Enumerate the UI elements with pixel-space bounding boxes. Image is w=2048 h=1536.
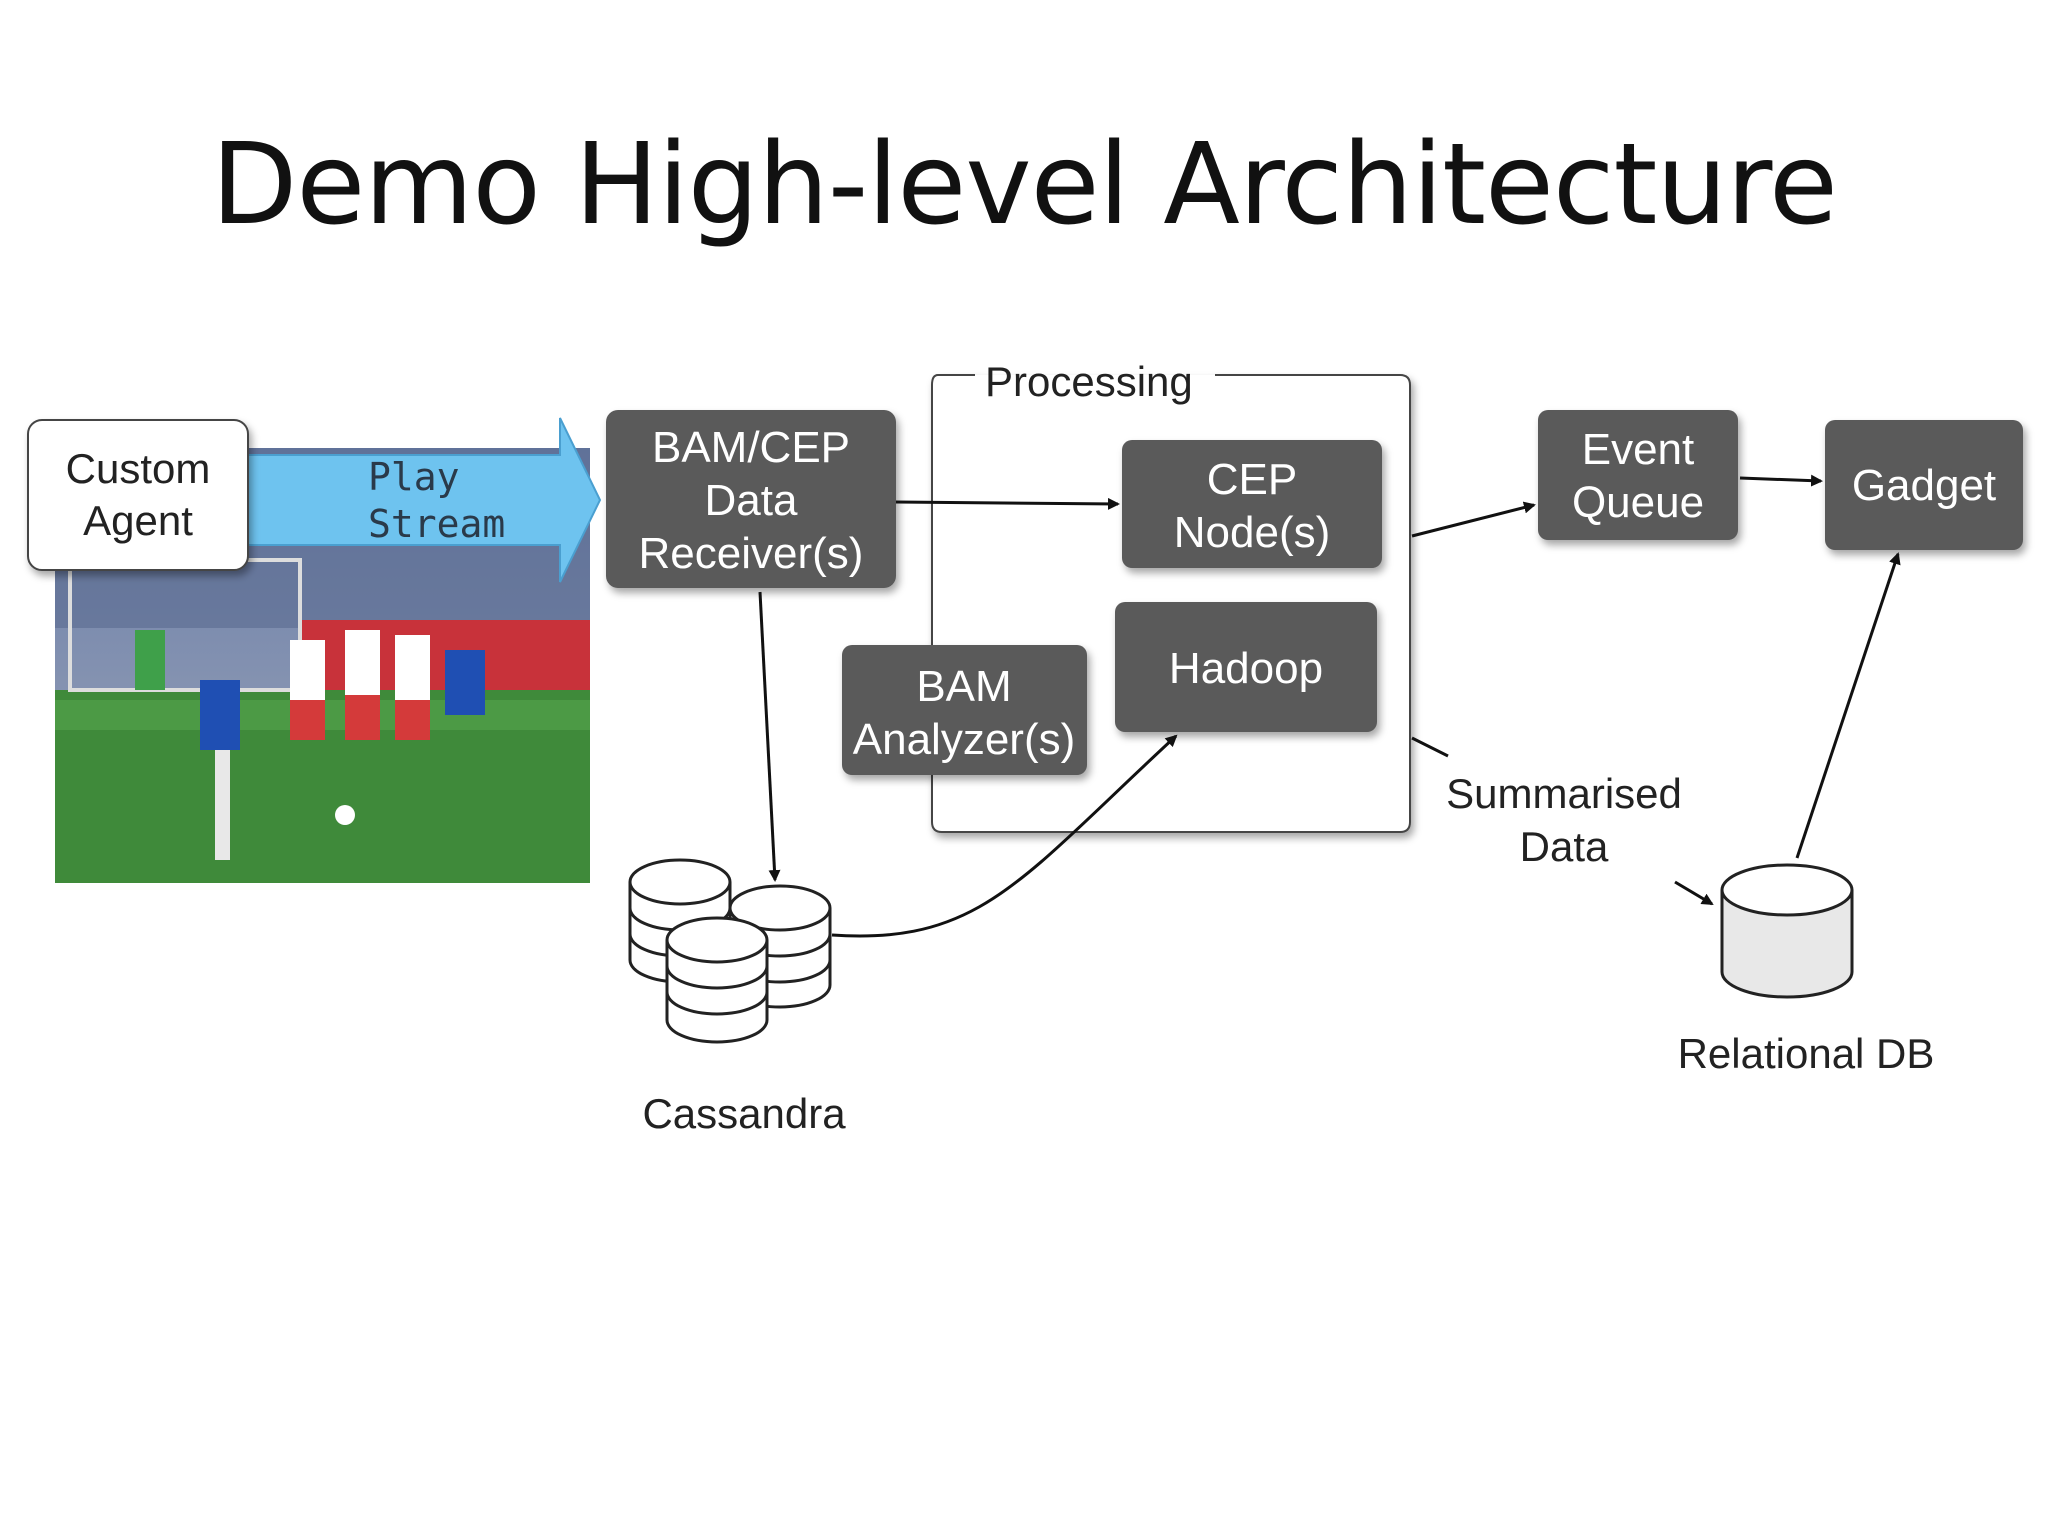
hadoop-node: Hadoop	[1115, 602, 1377, 732]
relational-db-label: Relational DB	[1678, 1030, 1935, 1077]
edge-summarised-leader	[1411, 736, 1449, 758]
edge-receiver-to-cep	[895, 497, 1120, 510]
receiver-label-line3: Receiver(s)	[639, 529, 864, 578]
event-queue-label-line1: Event	[1582, 425, 1695, 474]
edge-processing-to-event-queue	[1411, 501, 1536, 538]
custom-agent-label-line2: Agent	[83, 497, 193, 544]
data-receiver-node: BAM/CEP Data Receiver(s)	[606, 410, 896, 588]
play-stream-label-line1: Play	[368, 455, 460, 499]
gadget-label: Gadget	[1852, 461, 1996, 510]
bam-analyzer-node: BAM Analyzer(s)	[842, 645, 1087, 775]
event-queue-label-line2: Queue	[1572, 478, 1704, 527]
gadget-node: Gadget	[1825, 420, 2023, 550]
cep-label-line1: CEP	[1207, 455, 1297, 504]
receiver-label-line1: BAM/CEP	[652, 423, 850, 472]
cassandra-label: Cassandra	[642, 1090, 846, 1137]
edge-event-queue-to-gadget	[1739, 474, 1823, 487]
database-icon	[628, 858, 832, 1044]
relational-db-icon	[1720, 863, 1854, 999]
processing-label: Processing	[985, 358, 1193, 405]
custom-agent-node: Custom Agent	[27, 419, 249, 571]
play-stream-label-line2: Stream	[368, 502, 505, 546]
analyzer-label-line2: Analyzer(s)	[853, 715, 1076, 764]
edge-receiver-to-cassandra	[758, 591, 781, 882]
summarised-label-line1: Summarised	[1446, 770, 1682, 817]
cep-label-line2: Node(s)	[1174, 508, 1331, 557]
edge-db-to-gadget	[1795, 552, 1901, 859]
summarised-label-line2: Data	[1520, 823, 1609, 870]
analyzer-label-line1: BAM	[916, 662, 1011, 711]
event-queue-node: Event Queue	[1538, 410, 1738, 540]
edge-cassandra-to-hadoop	[831, 734, 1178, 938]
custom-agent-label-line1: Custom	[66, 445, 211, 492]
cep-node: CEP Node(s)	[1122, 440, 1382, 568]
play-stream-arrow: Play Stream	[239, 417, 602, 583]
edge-summarised-to-db	[1674, 880, 1714, 906]
hadoop-label: Hadoop	[1169, 644, 1323, 693]
receiver-label-line2: Data	[705, 476, 798, 525]
slide-title: Demo High-level Architecture	[211, 120, 1838, 250]
